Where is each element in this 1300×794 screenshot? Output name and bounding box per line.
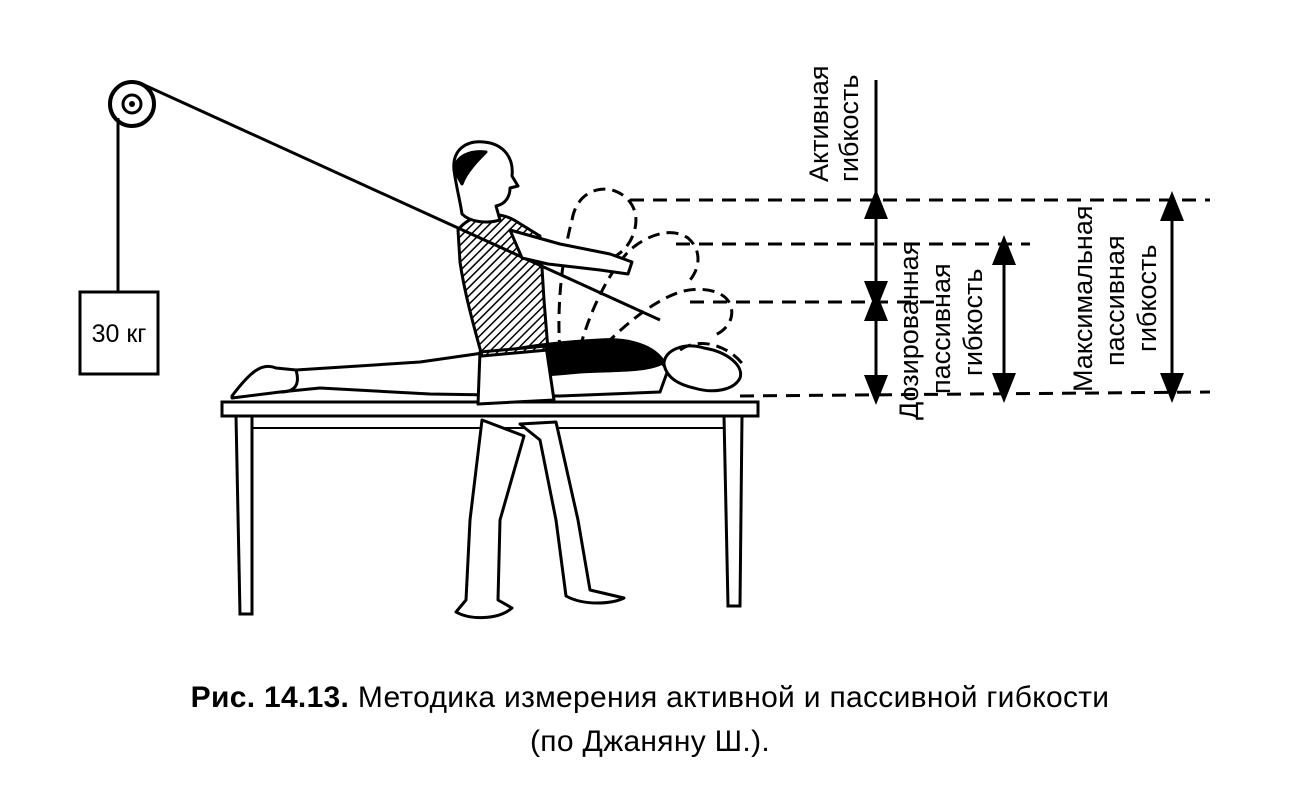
figure-caption: Рис. 14.13. Методика измерения активной …	[0, 676, 1300, 764]
caption-text-line2: (по Джаняну Ш.).	[530, 725, 770, 758]
svg-text:Активная: Активная	[804, 66, 834, 182]
weight-label: 30 кг	[92, 320, 147, 348]
svg-text:пассивная: пассивная	[926, 263, 956, 394]
label-max-passive-flexibility: Максимальная пассивная гибкость	[1068, 206, 1162, 392]
svg-text:пассивная: пассивная	[1100, 235, 1130, 366]
svg-text:Максимальная: Максимальная	[1068, 206, 1098, 392]
caption-text-line1: Методика измерения активной и пассивной …	[357, 681, 1110, 714]
label-active-flexibility: Активная гибкость	[804, 66, 864, 182]
rope-diagonal	[141, 82, 661, 322]
svg-text:гибкость: гибкость	[958, 269, 988, 376]
reference-lines	[630, 198, 1211, 398]
trunk-ghost-positions	[557, 187, 746, 367]
label-dosed-passive-flexibility: Дозированная пассивная гибкость	[894, 241, 988, 420]
figure-number: Рис. 14.13.	[190, 681, 350, 714]
svg-text:Дозированная: Дозированная	[894, 241, 924, 420]
svg-text:гибкость: гибкость	[1132, 245, 1162, 352]
measurement-lines	[864, 80, 1184, 405]
svg-text:гибкость: гибкость	[834, 75, 864, 182]
standing-assistant	[452, 140, 634, 619]
reference-line-base	[739, 390, 1211, 398]
pulley-wheel	[108, 80, 156, 128]
weight-block: 30 кг	[78, 290, 160, 376]
